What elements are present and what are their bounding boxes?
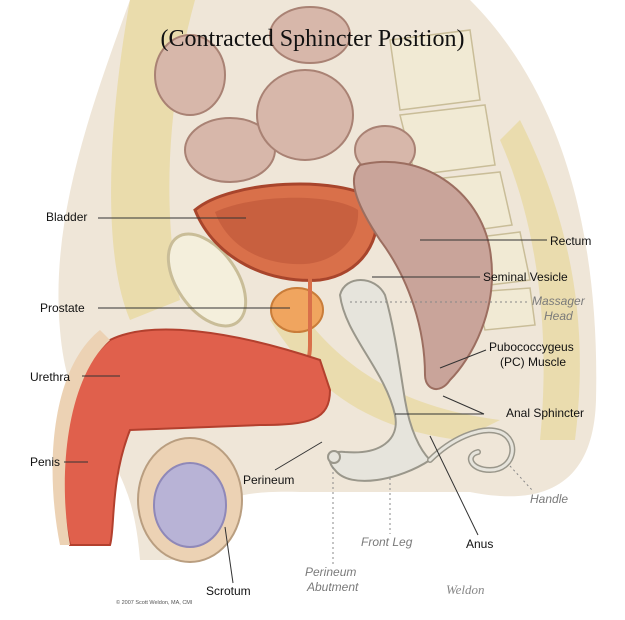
label-seminal-vesicle: Seminal Vesicle <box>483 270 568 284</box>
leader-lines <box>64 217 547 584</box>
pubic-bone <box>166 232 248 328</box>
label-front-leg: Front Leg <box>361 535 413 549</box>
penis-skin <box>52 330 110 545</box>
bladder-inner <box>215 197 359 265</box>
perineum-point <box>327 450 341 464</box>
testis <box>153 462 227 548</box>
label-anal-sphincter: Anal Sphincter <box>506 406 585 420</box>
label-massager-head-2: Head <box>544 309 573 323</box>
label-pc-muscle-1: Pubococcygeus <box>489 340 574 354</box>
rectum-organ <box>352 160 493 390</box>
label-rectum: Rectum <box>550 234 592 248</box>
dotted-leaders <box>332 301 533 565</box>
label-handle: Handle <box>530 492 569 506</box>
label-scrotum: Scrotum <box>206 584 251 598</box>
bowel-loops <box>154 6 416 183</box>
label-bladder: Bladder <box>46 210 88 224</box>
prostate-gland <box>270 287 324 333</box>
label-massager-head-1: Massager <box>532 294 585 308</box>
massager-device <box>328 279 432 482</box>
diagram-title: (Contracted Sphincter Position) <box>160 26 465 52</box>
label-penis: Penis <box>30 455 61 469</box>
label-anus: Anus <box>466 537 494 551</box>
label-perineum: Perineum <box>243 473 295 487</box>
massager-handle-fill <box>428 428 514 472</box>
label-urethra: Urethra <box>30 370 71 384</box>
label-perineum-abutment-1: Perineum <box>305 565 357 579</box>
label-pc-muscle-2: (PC) Muscle <box>500 355 567 369</box>
artist-signature: Weldon <box>446 582 485 597</box>
fat-tissue-back <box>500 120 580 440</box>
copyright-credit: © 2007 Scott Weldon, MA, CMI <box>116 600 193 606</box>
label-prostate: Prostate <box>40 301 85 315</box>
label-perineum-abutment-2: Abutment <box>307 580 359 594</box>
